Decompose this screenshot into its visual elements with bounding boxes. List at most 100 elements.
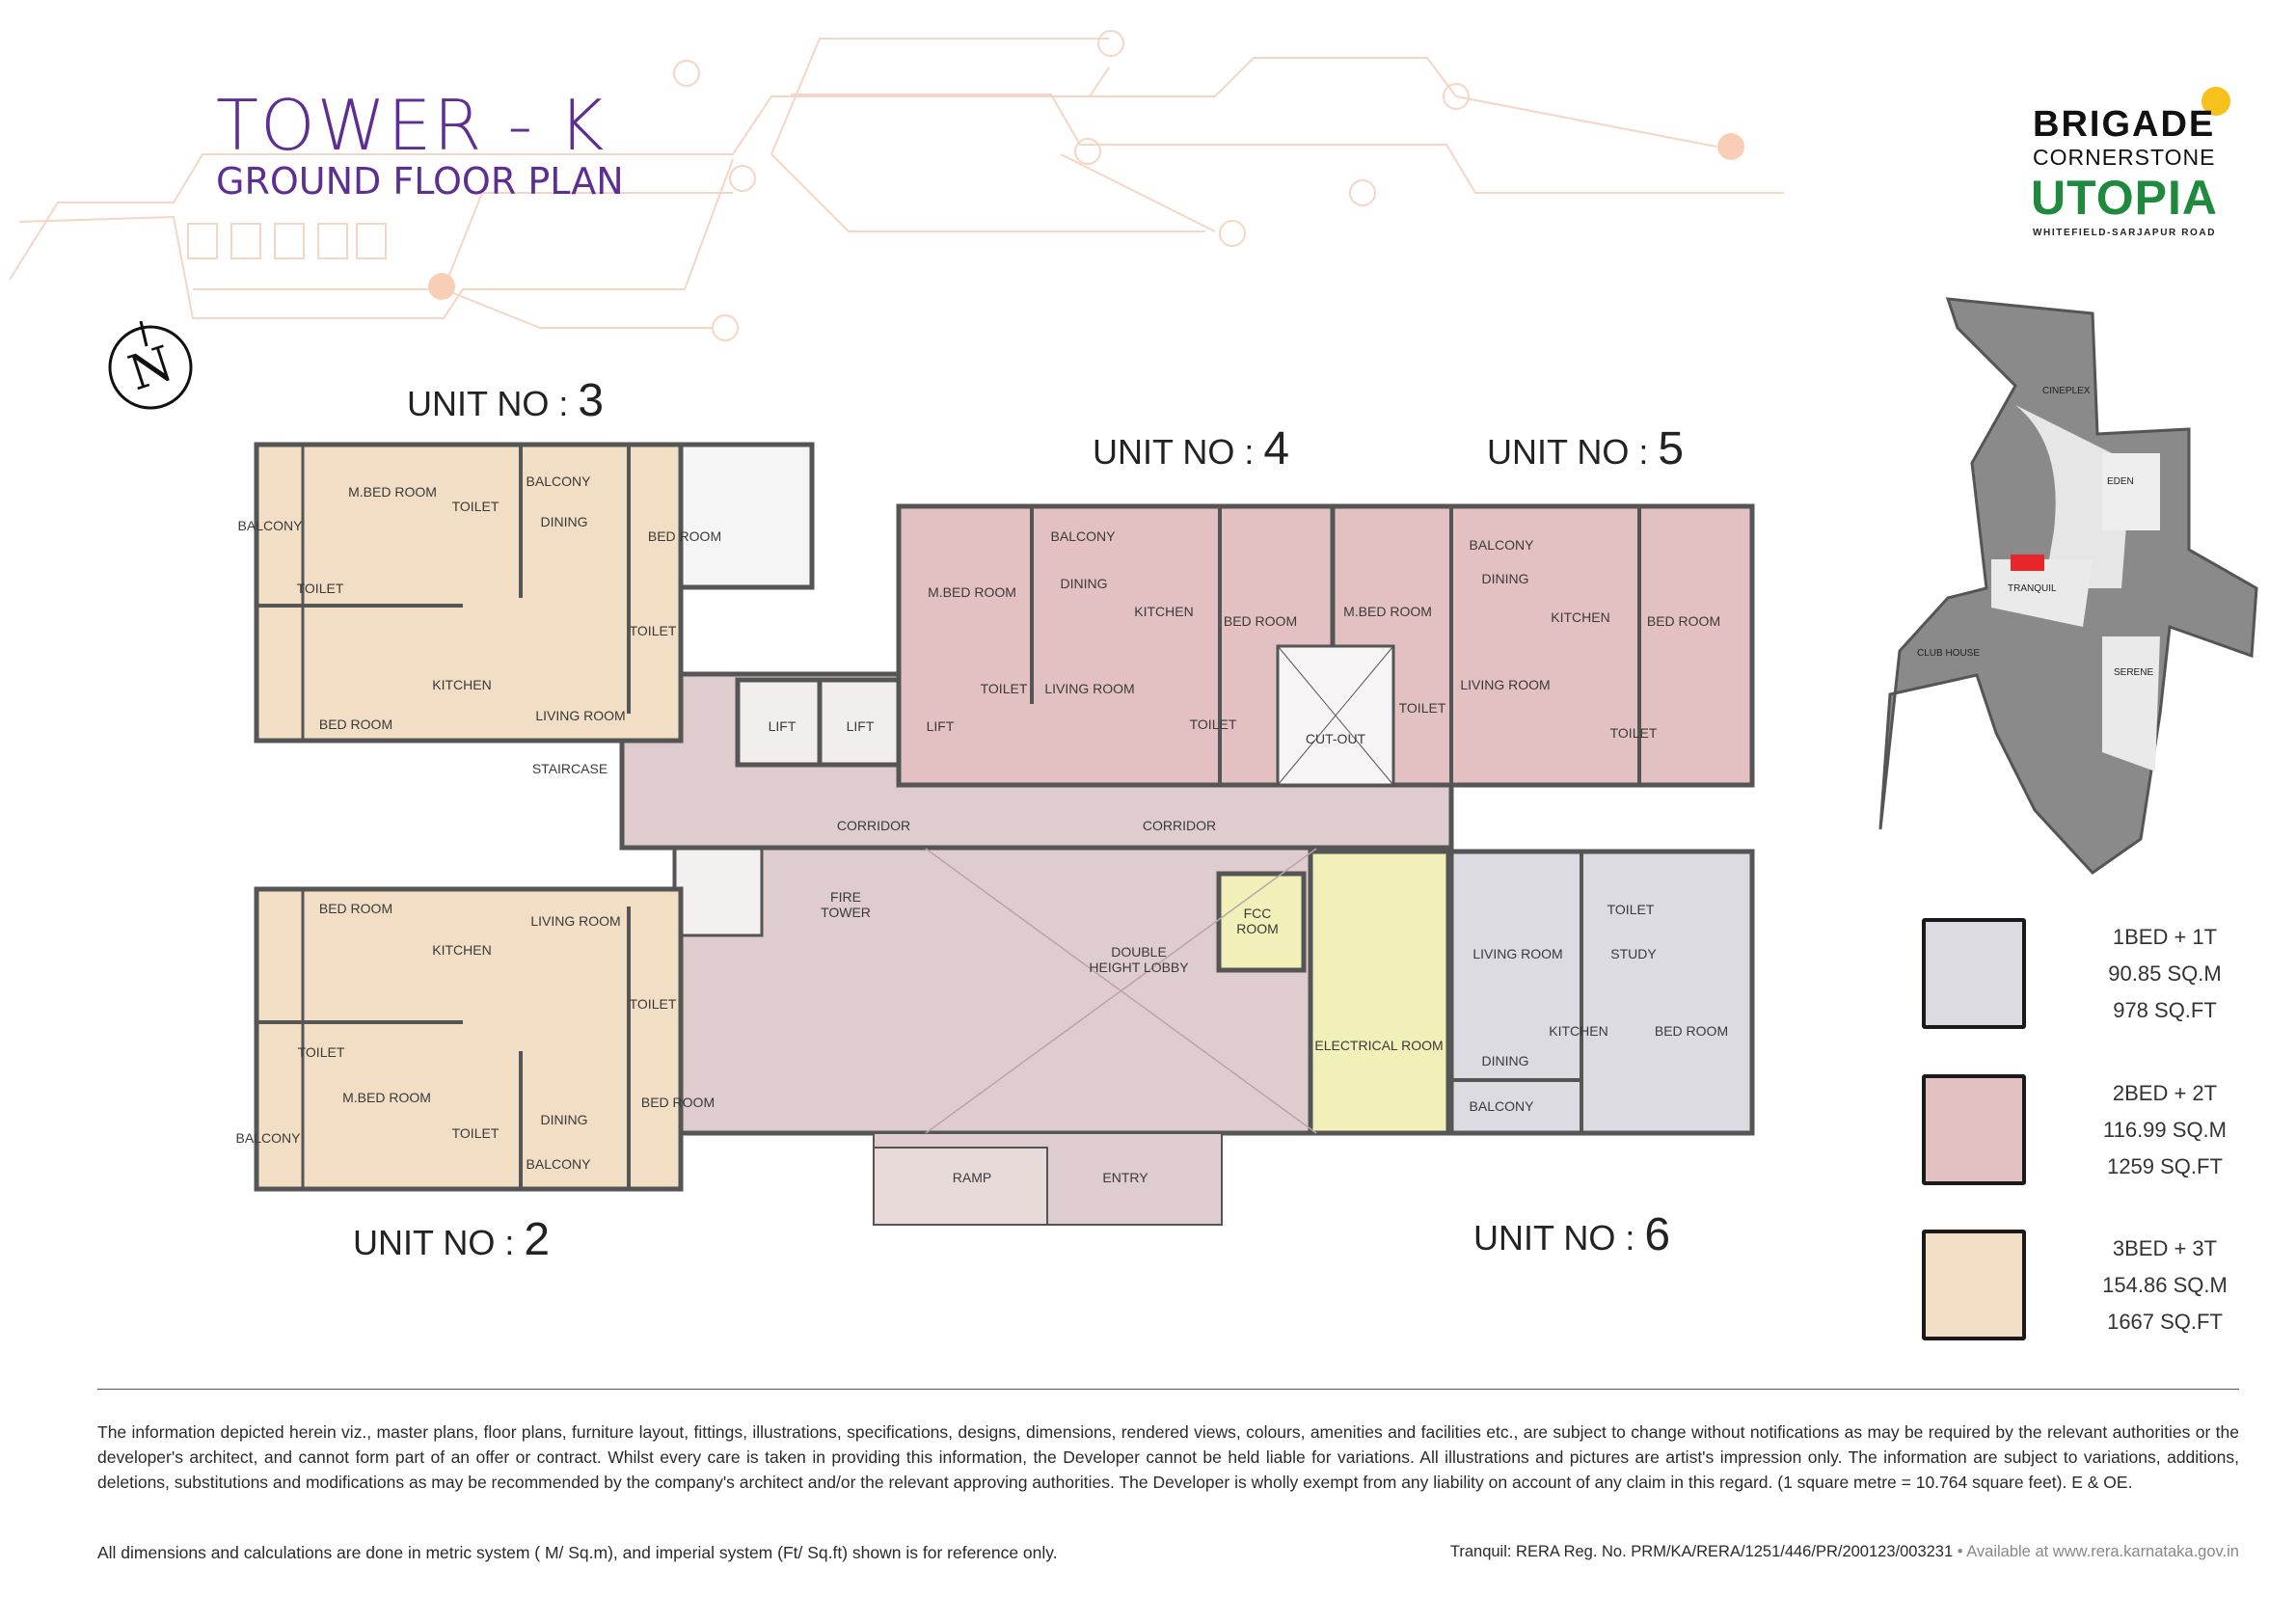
room-label-bed-room: BED ROOM	[647, 528, 722, 544]
legend-sqft: 978 SQ.FT	[2113, 998, 2217, 1022]
rera-info: Tranquil: RERA Reg. No. PRM/KA/RERA/1251…	[1450, 1543, 2239, 1561]
room-label-bed-room: BED ROOM	[1646, 613, 1721, 629]
site-label-serene: SERENE	[2114, 667, 2153, 678]
room-label-kitchen: KITCHEN	[1549, 1023, 1608, 1039]
legend-sqft: 1259 SQ.FT	[2107, 1154, 2223, 1178]
room-label-m-bed-room: M.BED ROOM	[348, 484, 437, 500]
room-label-m-bed-room: M.BED ROOM	[1343, 604, 1432, 619]
room-label-study: STUDY	[1610, 946, 1657, 961]
legend-type: 1BED + 1T	[2112, 925, 2218, 949]
room-label-bed-room: BED ROOM	[318, 717, 393, 732]
room-label-living-room: LIVING ROOM	[535, 708, 626, 723]
legend-sqm: 154.86 SQ.M	[2102, 1273, 2228, 1297]
legend-type: 2BED + 2T	[2112, 1081, 2218, 1105]
site-label-club-house: CLUB HOUSE	[1917, 648, 1980, 659]
ramp	[873, 1147, 1048, 1226]
room-label-bed-room: BED ROOM	[1223, 613, 1298, 629]
site-label-eden: EDEN	[2107, 476, 2134, 487]
legend-swatch-2bed	[1922, 1074, 2026, 1185]
room-label-living-room: LIVING ROOM	[530, 913, 621, 929]
room-label-toilet: TOILET	[296, 581, 344, 596]
room-label-lift: LIFT	[768, 718, 797, 734]
logo-tagline: WHITEFIELD-SARJAPUR ROAD	[2033, 228, 2217, 238]
room-label-corridor: CORRIDOR	[1142, 818, 1217, 833]
room-label-toilet: TOILET	[980, 681, 1028, 696]
unit-5-area	[1330, 503, 1755, 788]
room-label-kitchen: KITCHEN	[1134, 604, 1194, 619]
room-label-lift: LIFT	[926, 718, 955, 734]
room-label-living-room: LIVING ROOM	[1472, 946, 1563, 961]
unit-number: 4	[1263, 423, 1290, 474]
room-label-fcc-room: FCC ROOM	[1236, 906, 1279, 936]
room-label-dining: DINING	[540, 1112, 588, 1127]
legend-sqft: 1667 SQ.FT	[2107, 1310, 2223, 1334]
room-label-living-room: LIVING ROOM	[1460, 677, 1551, 692]
page-subtitle: GROUND FLOOR PLAN	[216, 160, 624, 203]
electrical-room	[1308, 849, 1451, 1136]
room-label-toilet: TOILET	[629, 623, 677, 638]
room-label-bed-room: BED ROOM	[640, 1095, 716, 1110]
room-label-entry: ENTRY	[1102, 1170, 1148, 1185]
unit-3-area	[254, 442, 684, 744]
legend-entry-1bed: 1BED + 1T 90.85 SQ.M 978 SQ.FT	[2073, 919, 2256, 1029]
room-label-ramp: RAMP	[952, 1170, 992, 1185]
site-label-cineplex: CINEPLEX	[2042, 386, 2091, 396]
room-label-fire-tower: FIRE TOWER	[821, 889, 871, 920]
room-label-toilet: TOILET	[297, 1044, 345, 1060]
room-label-m-bed-room: M.BED ROOM	[928, 584, 1016, 600]
unit-label-4: UNIT NO : 4	[1093, 422, 1289, 475]
unit-number: 6	[1644, 1209, 1671, 1260]
room-label-balcony: BALCONY	[526, 1156, 591, 1172]
room-label-balcony: BALCONY	[1469, 537, 1534, 553]
room-label-balcony: BALCONY	[237, 518, 303, 533]
footer-divider	[97, 1389, 2239, 1390]
disclaimer-text: The information depicted herein viz., ma…	[97, 1422, 2239, 1492]
measurement-note: All dimensions and calculations are done…	[97, 1543, 1058, 1562]
unit-number: 3	[578, 375, 605, 426]
unit-2-area	[254, 886, 684, 1192]
brand-logo: BRIGADE CORNERSTONE UTOPIA WHITEFIELD-SA…	[2025, 87, 2256, 241]
north-arrow-icon: N	[106, 320, 195, 410]
fcc-room	[1216, 871, 1307, 973]
room-label-balcony: BALCONY	[1469, 1098, 1534, 1114]
room-label-bed-room: BED ROOM	[318, 901, 393, 916]
room-label-kitchen: KITCHEN	[432, 677, 492, 692]
unit-number: 5	[1658, 423, 1685, 474]
room-label-electrical-room: ELECTRICAL ROOM	[1314, 1038, 1444, 1053]
unit-label-6: UNIT NO : 6	[1473, 1208, 1670, 1261]
room-label-double-height-lobby: DOUBLE HEIGHT LOBBY	[1089, 944, 1189, 975]
room-label-corridor: CORRIDOR	[836, 818, 911, 833]
room-label-dining: DINING	[1481, 1053, 1529, 1068]
room-label-dining: DINING	[540, 514, 588, 529]
tranquil-highlight	[2011, 555, 2044, 571]
unit-prefix: UNIT NO :	[1093, 432, 1255, 472]
rera-website: • Available at www.rera.karnataka.gov.in	[1957, 1543, 2239, 1560]
unit-6-area	[1448, 849, 1755, 1136]
room-label-toilet: TOILET	[451, 499, 500, 514]
sun-icon	[2201, 87, 2230, 116]
decorative-circuit-lines	[9, 30, 1784, 341]
room-label-balcony: BALCONY	[526, 473, 591, 489]
room-label-toilet: TOILET	[629, 996, 677, 1012]
unit-prefix: UNIT NO :	[1473, 1218, 1635, 1258]
room-label-kitchen: KITCHEN	[1551, 609, 1610, 625]
room-label-dining: DINING	[1481, 571, 1529, 586]
room-label-toilet: TOILET	[1189, 717, 1237, 732]
legend-type: 3BED + 3T	[2112, 1236, 2218, 1260]
unit-number: 2	[524, 1214, 551, 1265]
unit-label-5: UNIT NO : 5	[1487, 422, 1684, 475]
shaft	[678, 442, 815, 590]
legend-entry-3bed: 3BED + 3T 154.86 SQ.M 1667 SQ.FT	[2073, 1231, 2256, 1340]
room-label-toilet: TOILET	[1609, 725, 1658, 741]
room-label-staircase: STAIRCASE	[531, 761, 608, 776]
unit-label-2: UNIT NO : 2	[353, 1213, 550, 1266]
legend-sqm: 90.85 SQ.M	[2108, 961, 2222, 986]
logo-utopia: UTOPIA	[2031, 171, 2218, 225]
room-label-cut-out: CUT-OUT	[1305, 731, 1366, 746]
room-label-kitchen: KITCHEN	[432, 942, 492, 958]
room-label-living-room: LIVING ROOM	[1044, 681, 1135, 696]
logo-cornerstone: CORNERSTONE	[2033, 145, 2216, 170]
unit-prefix: UNIT NO :	[407, 384, 569, 423]
logo-brigade: BRIGADE	[2033, 104, 2216, 145]
unit-label-3: UNIT NO : 3	[407, 374, 604, 427]
